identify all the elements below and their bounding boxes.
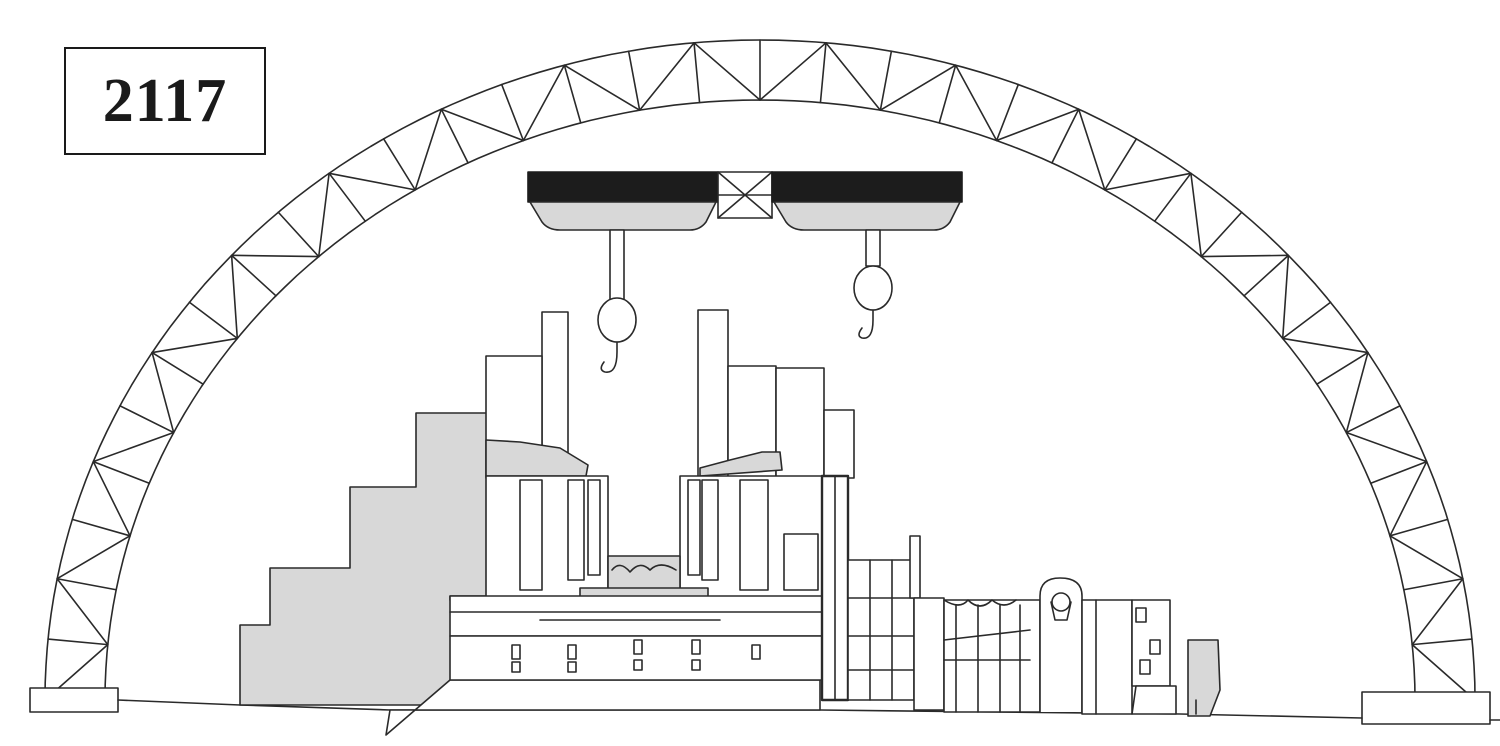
truss-diagonal [564, 65, 639, 110]
truss-diagonal [1191, 173, 1201, 256]
ground-floor-openings [512, 640, 760, 672]
truss-diagonal [152, 338, 237, 352]
truss-diagonal [1346, 433, 1426, 462]
truss-diagonal [826, 43, 880, 110]
truss-post [502, 85, 524, 141]
crane-hook-icon [597, 297, 637, 372]
truss-post [441, 109, 468, 163]
turbine-hall [848, 536, 1220, 716]
truss-diagonal [694, 43, 760, 100]
truss-post [384, 139, 416, 190]
truss-post [1244, 255, 1288, 295]
truss-post [1105, 139, 1137, 190]
truss-post [1346, 406, 1400, 433]
truss-diagonal [1283, 255, 1289, 338]
truss-post [1390, 519, 1448, 535]
truss-diagonal [880, 65, 955, 110]
truss-diagonal [760, 43, 826, 100]
crane-hook-icon [853, 265, 893, 338]
truss-diagonal [956, 65, 997, 140]
truss-diagonal [1079, 109, 1105, 190]
truss-post [57, 579, 116, 590]
truss-diagonal [232, 255, 319, 256]
vertical-shaft [822, 476, 848, 700]
truss-post [329, 173, 365, 221]
arch-truss [45, 40, 1475, 700]
truss-post [72, 519, 130, 535]
truss-diagonal [1412, 645, 1475, 700]
truss-post [278, 212, 318, 256]
truss-post [939, 65, 955, 123]
truss-post [1412, 639, 1472, 645]
truss-diagonal [319, 173, 329, 256]
crane-center-connector [718, 172, 772, 218]
base-wedge [386, 680, 820, 735]
year-label: 2117 [102, 66, 228, 135]
truss-post [48, 639, 108, 645]
truss-diagonal [1390, 536, 1463, 579]
truss-diagonal [152, 353, 174, 433]
truss-post [1404, 579, 1463, 590]
left-arch-foundation [30, 688, 118, 712]
truss-diagonal [1346, 353, 1368, 433]
truss-diagonal [57, 536, 130, 579]
truss-diagonal [93, 462, 130, 536]
truss-diagonal [1201, 255, 1288, 256]
left-bridge-crane [528, 172, 718, 308]
reactor-building [450, 310, 854, 680]
right-bridge-crane [772, 172, 962, 266]
truss-post [564, 65, 580, 123]
truss-post [694, 43, 700, 103]
truss-post [1317, 353, 1368, 385]
truss-diagonal [1283, 338, 1368, 352]
truss-post [189, 302, 237, 338]
year-label-box: 2117 [64, 47, 266, 155]
truss-diagonal [1105, 173, 1191, 190]
truss-post [93, 462, 149, 484]
truss-post [1201, 212, 1241, 256]
truss-post [1371, 462, 1427, 484]
truss-post [629, 51, 640, 110]
truss-post [1155, 173, 1191, 221]
truss-diagonal [232, 255, 238, 338]
truss-post [152, 353, 203, 385]
truss-diagonal [57, 579, 108, 645]
truss-diagonal [441, 109, 523, 140]
right-arch-foundation [1362, 692, 1490, 724]
truss-diagonal [640, 43, 694, 110]
truss-diagonal [997, 109, 1079, 140]
truss-post [820, 43, 826, 103]
truss-diagonal [523, 65, 564, 140]
truss-post [1052, 109, 1079, 163]
truss-diagonal [93, 433, 173, 462]
truss-diagonal [329, 173, 415, 190]
truss-post [997, 85, 1019, 141]
truss-post [1283, 302, 1331, 338]
truss-post [232, 255, 276, 295]
truss-post [880, 51, 891, 110]
truss-diagonal [1390, 462, 1427, 536]
truss-diagonal [415, 109, 441, 190]
truss-diagonal [1412, 579, 1463, 645]
truss-post [120, 406, 174, 433]
